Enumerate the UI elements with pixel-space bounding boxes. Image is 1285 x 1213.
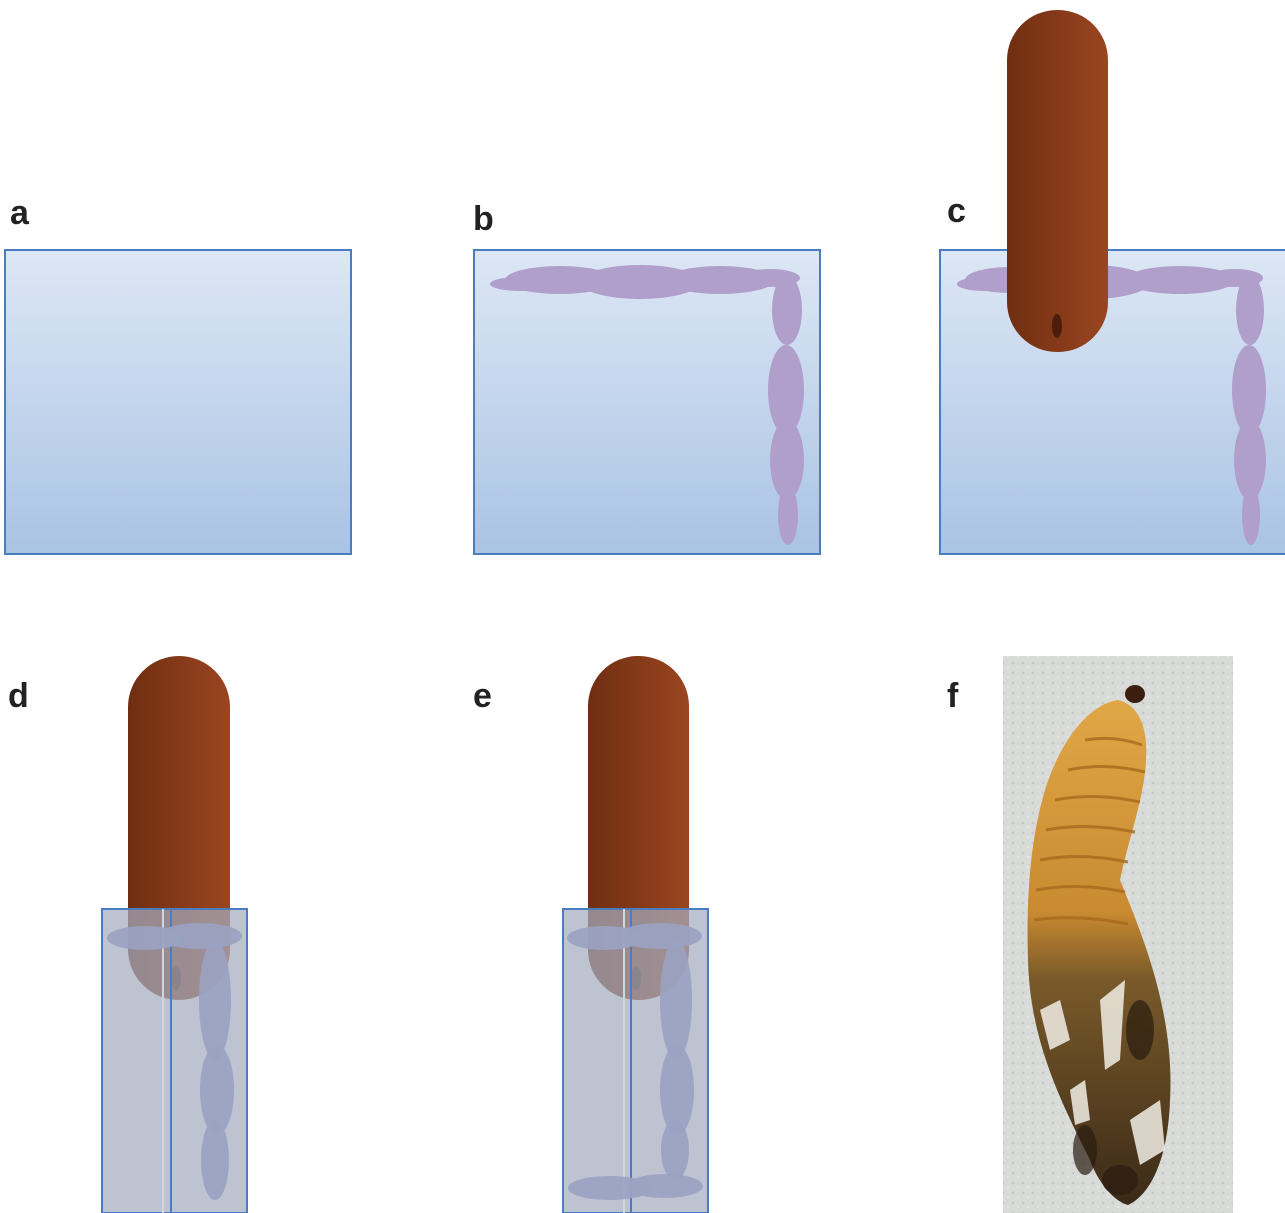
panel-label-b: b (473, 200, 494, 238)
panel-label-a: a (10, 194, 30, 232)
panel-label-c: c (947, 192, 966, 230)
panel-label-f: f (947, 677, 959, 715)
panel-f-photo (1003, 656, 1233, 1213)
panel-a-sheet (5, 250, 351, 554)
panel-label-d: d (8, 677, 29, 715)
panel-c-larva (1007, 10, 1108, 352)
panel-label-e: e (473, 677, 492, 715)
